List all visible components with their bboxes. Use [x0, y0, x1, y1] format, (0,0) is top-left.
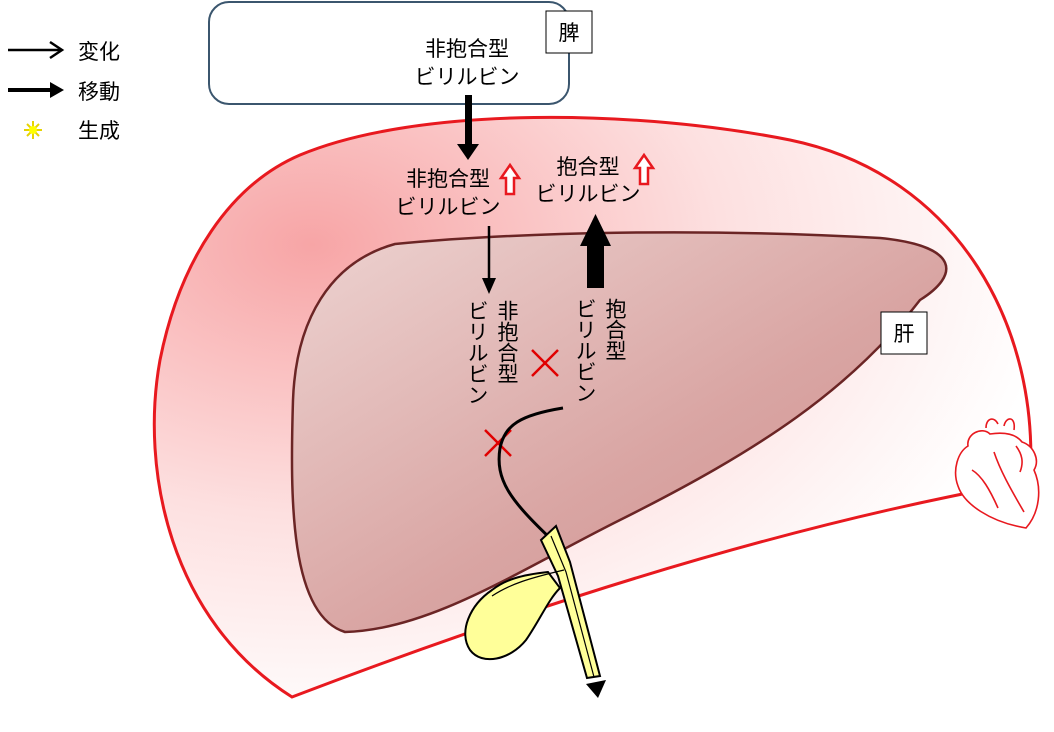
blood-unconjugated-line2: ビリルビン [396, 195, 501, 219]
spleen-unconjugated-line2: ビリルビン [415, 65, 520, 89]
blood-unconjugated-line1: 非抱合型 [406, 167, 490, 191]
spleen-tag-label: 脾 [559, 21, 580, 45]
bile-excretion-arrow-head [586, 680, 606, 698]
blood-conjugated-line1: 抱合型 [557, 155, 620, 179]
spleen-tag: 脾 [545, 10, 593, 54]
bile-canaliculus-line [497, 406, 564, 542]
cell-unconjugated-vertical: 非抱合型 ビリルビン [465, 300, 519, 405]
cell-unconjugated-col1: 非抱合型 [495, 300, 519, 384]
spleen-to-blood-move-arrow [457, 95, 479, 160]
legend-produce-label: 生成 [78, 119, 120, 143]
legend-change-arrow-icon [8, 40, 65, 60]
cell-conjugated-vertical: 抱合型 ビリルビン [573, 298, 627, 403]
liver-tag: 肝 [880, 311, 928, 355]
increase-arrow-icon-unconjugated [498, 162, 522, 196]
legend-move-label: 移動 [78, 80, 120, 104]
heart-icon [954, 418, 1040, 529]
cell-unconjugated-col2: ビリルビン [465, 300, 489, 405]
cell-conjugated-col2: ビリルビン [573, 298, 597, 403]
blocked-cross-icon-conjugation [531, 349, 559, 377]
increase-arrow-icon-conjugated [632, 152, 656, 186]
spleen-box: 非抱合型 ビリルビン [208, 1, 570, 105]
legend: 変化 移動 生成 [8, 40, 120, 143]
legend-change-label: 変化 [78, 40, 120, 64]
reflux-move-arrow [580, 214, 611, 288]
legend-move-arrow-icon [8, 82, 64, 98]
gallbladder [464, 570, 562, 660]
legend-produce-star-icon [24, 121, 42, 139]
liver-tissue [290, 231, 948, 634]
cell-conjugated-col1: 抱合型 [603, 298, 627, 361]
bile-duct [491, 524, 606, 698]
liver-tag-label: 肝 [894, 322, 915, 346]
uptake-change-arrow [482, 226, 496, 294]
spleen-unconjugated-line1: 非抱合型 [425, 37, 509, 61]
blood-conjugated-line2: ビリルビン [536, 182, 641, 206]
